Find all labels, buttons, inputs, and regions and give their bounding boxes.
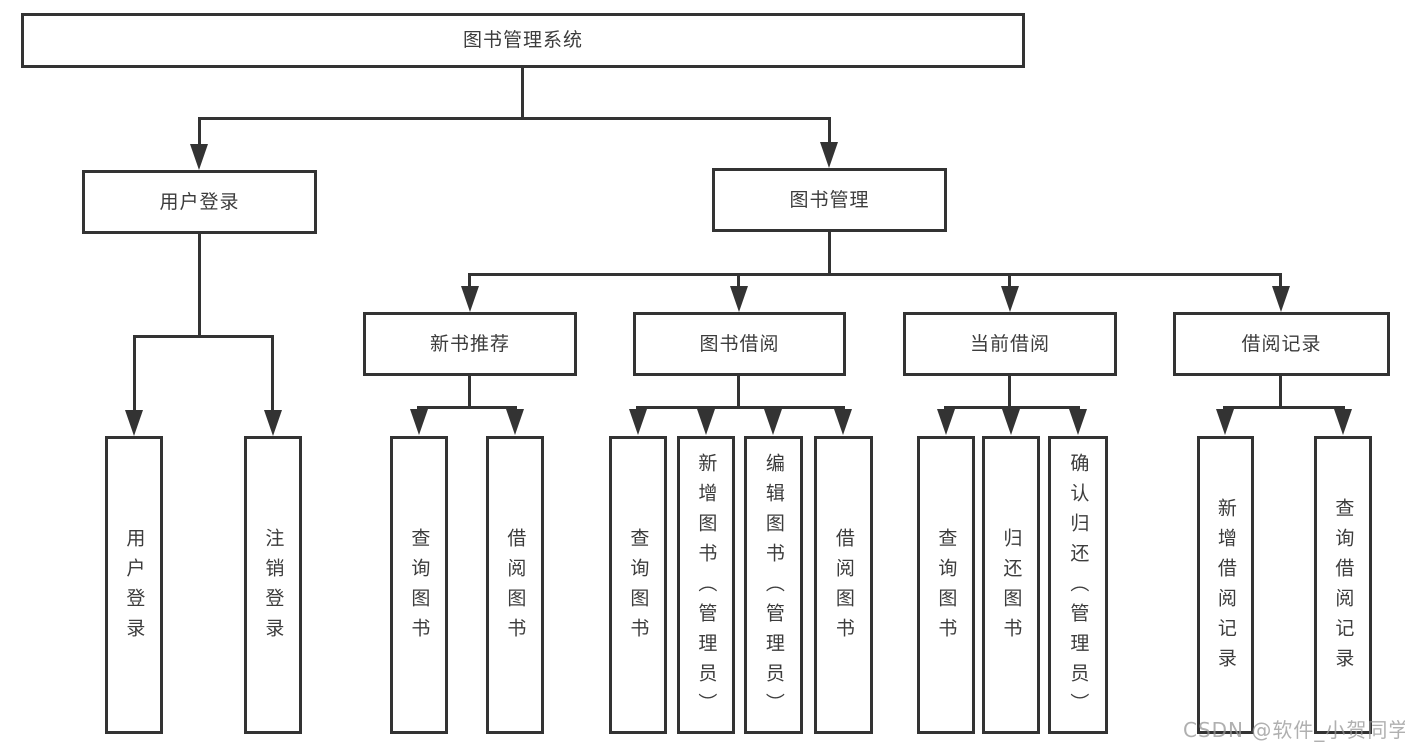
leaf-query-books-recommend: 查询图书 bbox=[390, 436, 448, 734]
leaf-label: 查询图书 bbox=[627, 528, 650, 648]
arrow-down-icon bbox=[834, 409, 852, 435]
leaf-user-login: 用户登录 bbox=[105, 436, 163, 734]
connector-user-login-hline bbox=[133, 335, 274, 338]
connector-user-login-drop-2 bbox=[271, 335, 274, 412]
connector-current-borrow-hline bbox=[944, 406, 1080, 409]
arrow-down-icon bbox=[730, 286, 748, 312]
connector-book-borrow-hline bbox=[636, 406, 845, 409]
arrow-down-icon bbox=[764, 409, 782, 435]
leaf-query-books-current: 查询图书 bbox=[917, 436, 975, 734]
leaf-borrow-books-recommend: 借阅图书 bbox=[486, 436, 544, 734]
leaf-label: 归还图书 bbox=[1000, 528, 1023, 648]
connector-book-mgmt-drop-3 bbox=[1008, 273, 1011, 290]
leaf-label: 借阅图书 bbox=[504, 528, 527, 648]
connector-user-login-stem bbox=[198, 234, 201, 335]
arrow-down-icon bbox=[410, 409, 428, 435]
leaf-label: 新增借阅记录 bbox=[1214, 498, 1237, 678]
leaf-label: 新增图书（管理员） bbox=[695, 453, 718, 723]
connector-book-mgmt-stem bbox=[828, 232, 831, 273]
csdn-watermark: CSDN @软件_小贺同学 bbox=[1183, 718, 1405, 742]
node-book-borrow-label: 图书借阅 bbox=[699, 332, 780, 355]
connector-root-hline bbox=[198, 117, 830, 120]
leaf-borrow-books: 借阅图书 bbox=[814, 436, 873, 734]
arrow-down-icon bbox=[629, 409, 647, 435]
connector-book-mgmt-drop-2 bbox=[737, 273, 740, 290]
node-book-borrow: 图书借阅 bbox=[633, 312, 846, 376]
leaf-label: 查询图书 bbox=[935, 528, 958, 648]
leaf-return-books: 归还图书 bbox=[982, 436, 1040, 734]
leaf-add-borrow-record: 新增借阅记录 bbox=[1197, 436, 1254, 734]
connector-book-borrow-stem bbox=[737, 376, 740, 409]
node-new-book-recommend: 新书推荐 bbox=[363, 312, 577, 376]
arrow-down-icon bbox=[820, 142, 838, 168]
leaf-add-books-admin: 新增图书（管理员） bbox=[677, 436, 735, 734]
connector-new-book-stem bbox=[468, 376, 471, 409]
arrow-down-icon bbox=[1334, 409, 1352, 435]
node-borrow-records: 借阅记录 bbox=[1173, 312, 1390, 376]
leaf-label: 借阅图书 bbox=[832, 528, 855, 648]
leaf-label: 确认归还（管理员） bbox=[1067, 453, 1090, 723]
arrow-down-icon bbox=[264, 410, 282, 436]
connector-new-book-hline bbox=[417, 406, 517, 409]
connector-current-borrow-stem bbox=[1008, 376, 1011, 409]
leaf-label: 查询借阅记录 bbox=[1332, 498, 1355, 678]
leaf-label: 注销登录 bbox=[262, 528, 285, 648]
connector-book-mgmt-drop-1 bbox=[468, 273, 471, 290]
leaf-edit-books-admin: 编辑图书（管理员） bbox=[744, 436, 803, 734]
arrow-down-icon bbox=[1002, 409, 1020, 435]
leaf-label: 查询图书 bbox=[408, 528, 431, 648]
connector-root-drop-left bbox=[198, 117, 201, 149]
connector-root-stem bbox=[521, 68, 524, 120]
arrow-down-icon bbox=[1001, 286, 1019, 312]
leaf-query-books-borrow: 查询图书 bbox=[609, 436, 667, 734]
connector-book-mgmt-drop-4 bbox=[1279, 273, 1282, 290]
arrow-down-icon bbox=[506, 409, 524, 435]
leaf-label: 用户登录 bbox=[123, 528, 146, 648]
arrow-down-icon bbox=[125, 410, 143, 436]
arrow-down-icon bbox=[1069, 409, 1087, 435]
node-root: 图书管理系统 bbox=[21, 13, 1025, 68]
node-new-book-recommend-label: 新书推荐 bbox=[429, 332, 510, 355]
node-user-login: 用户登录 bbox=[82, 170, 317, 234]
node-book-management: 图书管理 bbox=[712, 168, 947, 232]
leaf-confirm-return-admin: 确认归还（管理员） bbox=[1048, 436, 1108, 734]
node-book-management-label: 图书管理 bbox=[789, 188, 870, 211]
arrow-down-icon bbox=[190, 144, 208, 170]
connector-borrow-records-stem bbox=[1279, 376, 1282, 409]
arrow-down-icon bbox=[1216, 409, 1234, 435]
connector-user-login-drop-1 bbox=[133, 335, 136, 412]
arrow-down-icon bbox=[937, 409, 955, 435]
connector-book-mgmt-hline bbox=[468, 273, 1281, 276]
connector-root-drop-right bbox=[828, 117, 831, 149]
node-borrow-records-label: 借阅记录 bbox=[1241, 332, 1322, 355]
node-current-borrow: 当前借阅 bbox=[903, 312, 1117, 376]
node-current-borrow-label: 当前借阅 bbox=[969, 332, 1050, 355]
arrow-down-icon bbox=[1272, 286, 1290, 312]
node-user-login-label: 用户登录 bbox=[159, 190, 240, 213]
node-root-label: 图书管理系统 bbox=[462, 29, 583, 52]
leaf-logout: 注销登录 bbox=[244, 436, 302, 734]
leaf-query-borrow-record: 查询借阅记录 bbox=[1314, 436, 1372, 734]
connector-borrow-records-hline bbox=[1223, 406, 1345, 409]
leaf-label: 编辑图书（管理员） bbox=[762, 453, 785, 723]
arrow-down-icon bbox=[697, 409, 715, 435]
arrow-down-icon bbox=[461, 286, 479, 312]
